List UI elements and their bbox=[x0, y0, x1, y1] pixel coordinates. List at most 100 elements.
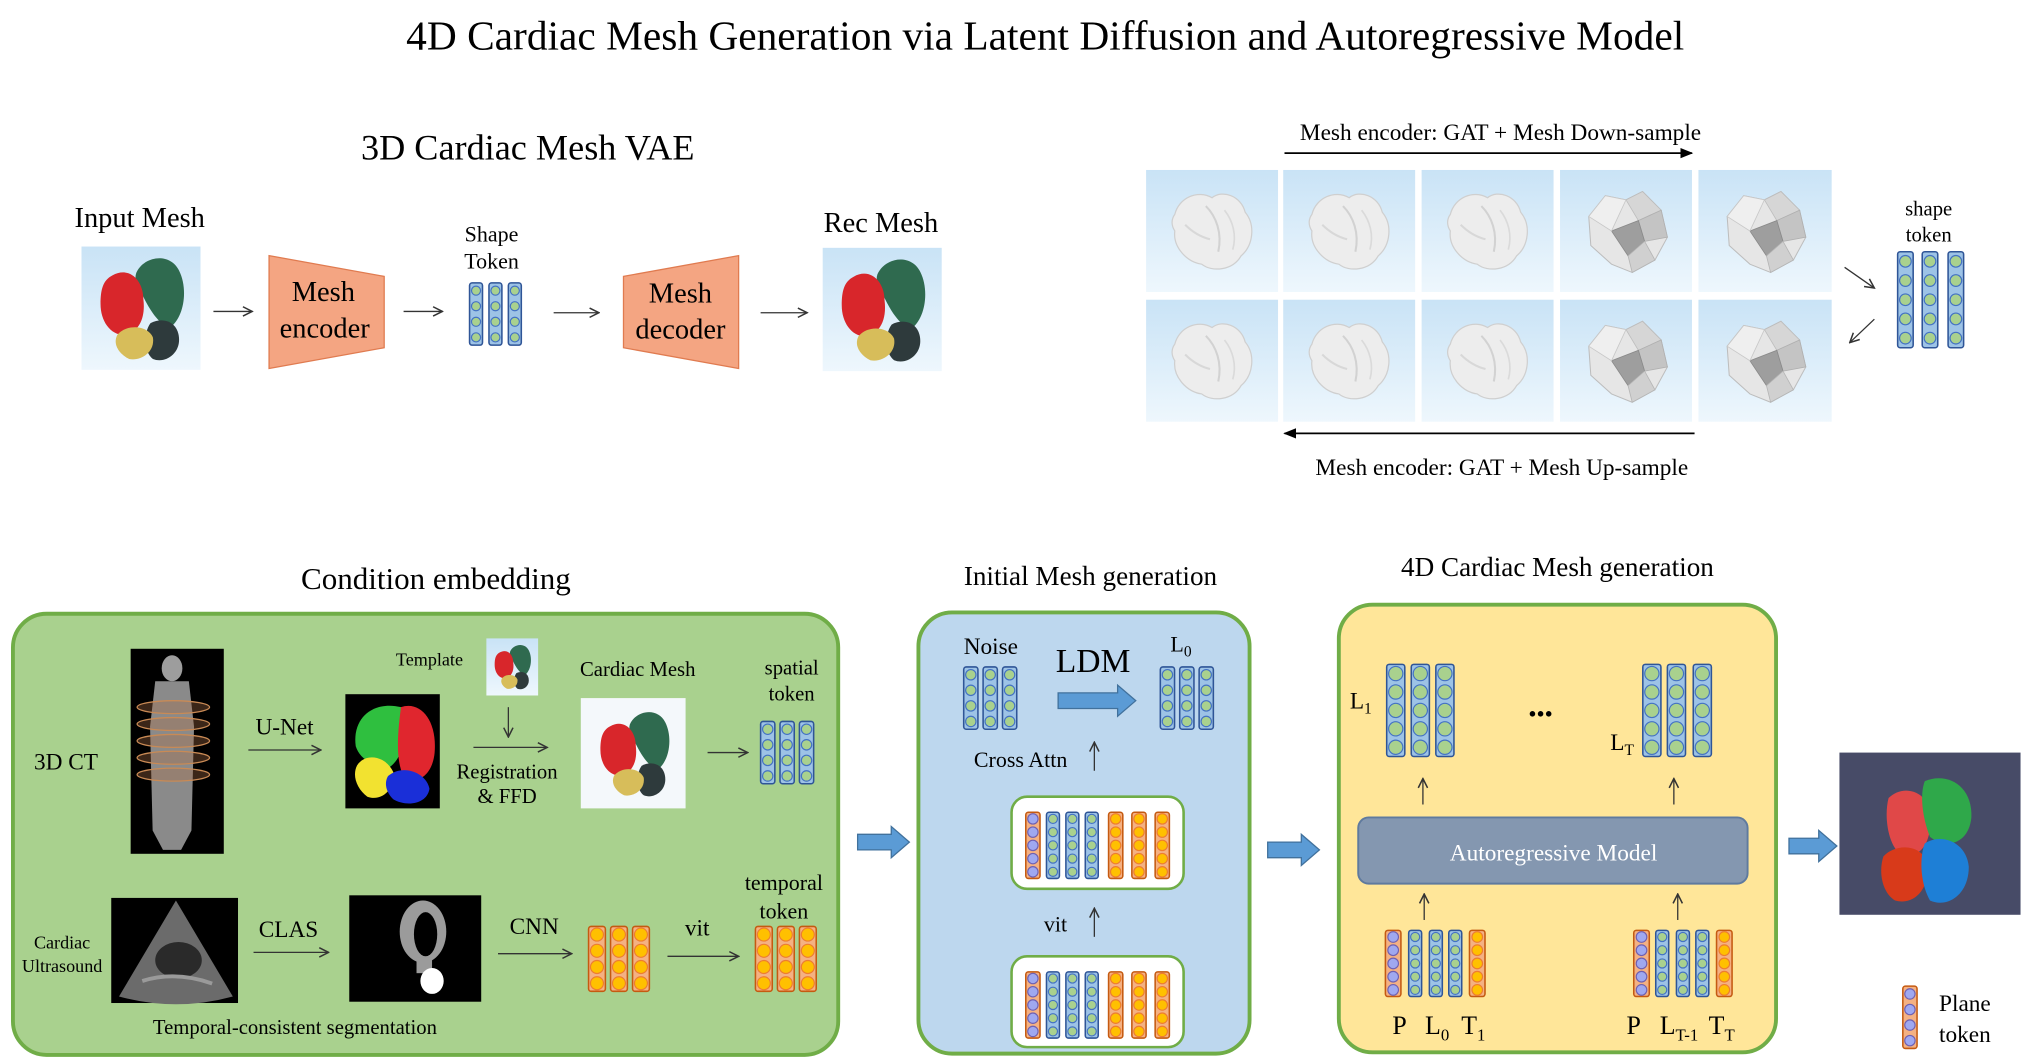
token-cell bbox=[1430, 984, 1441, 996]
label-base: L bbox=[1660, 1011, 1676, 1040]
token-cell bbox=[1086, 1026, 1097, 1037]
token-cell bbox=[965, 668, 977, 681]
blue-token-column bbox=[779, 720, 796, 785]
ldm-arrow bbox=[1057, 683, 1137, 718]
token-cell bbox=[778, 927, 793, 942]
token-cell bbox=[756, 976, 771, 991]
initial-latent-label: L0 bbox=[1170, 631, 1191, 660]
token-cell bbox=[509, 285, 520, 296]
token-cell bbox=[1904, 1019, 1916, 1031]
fourd-heading: 4D Cardiac Mesh generation bbox=[1401, 552, 1714, 582]
flow-arrow bbox=[1788, 829, 1838, 863]
token-cell bbox=[800, 770, 813, 782]
token-cell bbox=[1181, 700, 1193, 712]
segment-atrium bbox=[420, 967, 444, 994]
token-cell bbox=[778, 943, 793, 958]
initial-heading: Initial Mesh generation bbox=[964, 561, 1218, 591]
mesh-encoder-block bbox=[268, 254, 385, 370]
temporal-token-label-line1: temporal bbox=[745, 870, 823, 895]
token-cell bbox=[1904, 988, 1916, 1000]
token-cell bbox=[1067, 1026, 1078, 1037]
token-cell bbox=[509, 301, 520, 312]
token-cell bbox=[470, 301, 482, 312]
orange-token-column bbox=[609, 925, 629, 993]
token-cell bbox=[1027, 852, 1039, 865]
ultrasound-label-line1: Cardiac bbox=[34, 932, 90, 952]
token-cell bbox=[1003, 700, 1016, 712]
token-cell bbox=[1410, 945, 1421, 956]
token-cell bbox=[1047, 999, 1059, 1011]
token-cell bbox=[1718, 970, 1731, 983]
token-cell bbox=[1657, 931, 1668, 943]
token-cell bbox=[1067, 973, 1078, 984]
token-cell bbox=[1430, 931, 1441, 943]
token-cell bbox=[1450, 958, 1461, 969]
token-cell bbox=[1047, 973, 1059, 984]
token-cell bbox=[1109, 999, 1122, 1011]
token-cell bbox=[800, 976, 815, 991]
token-cell bbox=[1161, 700, 1174, 712]
token-cell bbox=[1156, 999, 1169, 1011]
token-cell bbox=[1668, 739, 1685, 755]
token-cell bbox=[1437, 702, 1453, 719]
cross-attn-label: Cross Attn bbox=[974, 747, 1067, 772]
spatial-token bbox=[759, 720, 815, 785]
latent-input-label: L0 bbox=[1425, 1011, 1449, 1045]
token-cell bbox=[1156, 813, 1169, 825]
token-cell bbox=[611, 943, 627, 958]
blue-token-column bbox=[507, 282, 523, 346]
token-cell bbox=[800, 943, 815, 958]
output-segment-blue bbox=[1921, 838, 1969, 903]
token-cell bbox=[965, 715, 977, 728]
token-cell bbox=[589, 959, 605, 975]
token-cell bbox=[1086, 840, 1097, 851]
token-cell bbox=[1156, 1012, 1169, 1024]
token-cell bbox=[1923, 331, 1937, 345]
token-cell bbox=[1635, 970, 1648, 983]
token-cell bbox=[1047, 1013, 1059, 1024]
token-cell bbox=[1668, 684, 1685, 700]
token-cell bbox=[1635, 984, 1648, 996]
token-cell bbox=[1471, 931, 1484, 943]
token-cell bbox=[1657, 945, 1668, 956]
token-cell bbox=[1437, 684, 1453, 700]
encoder-mesh-row bbox=[1146, 169, 1832, 292]
vit-label: vit bbox=[685, 916, 710, 942]
token-cell bbox=[1200, 700, 1212, 712]
token-cell bbox=[509, 332, 520, 343]
token-cell bbox=[1387, 984, 1400, 996]
latent-subscript: 0 bbox=[1184, 644, 1192, 661]
token-cell bbox=[633, 959, 649, 975]
token-cell bbox=[1200, 684, 1212, 697]
ct-volume-image bbox=[130, 648, 224, 854]
token-cell bbox=[1133, 813, 1145, 825]
rec-mesh-image bbox=[822, 247, 942, 372]
token-cell bbox=[1694, 684, 1711, 700]
figure-title: 4D Cardiac Mesh Generation via Latent Di… bbox=[406, 12, 1684, 58]
first-latent-label: L1 bbox=[1350, 688, 1372, 717]
first-step-input-sequence bbox=[1384, 929, 1486, 998]
token-cell bbox=[781, 754, 793, 767]
token-cell bbox=[761, 770, 774, 782]
token-cell bbox=[1388, 739, 1404, 755]
vit-label: vit bbox=[1044, 912, 1067, 937]
token-cell bbox=[1387, 944, 1400, 957]
token-cell bbox=[1697, 931, 1708, 943]
cardiac-mesh-image bbox=[580, 698, 686, 809]
latent-base: L bbox=[1610, 730, 1624, 756]
blue-token-column bbox=[759, 720, 776, 785]
blue-token-column bbox=[1001, 666, 1018, 731]
token-cell bbox=[633, 976, 649, 991]
token-cell bbox=[1450, 945, 1461, 956]
orange-token-column bbox=[776, 925, 796, 993]
arrow bbox=[1844, 266, 1875, 288]
token-cell bbox=[1718, 984, 1731, 996]
ct-slice bbox=[136, 716, 211, 732]
latent-subscript: T bbox=[1624, 742, 1634, 759]
shape-token-label-line2: Token bbox=[464, 249, 519, 274]
token-cell bbox=[761, 754, 774, 767]
token-cell bbox=[1718, 957, 1731, 970]
token-cell bbox=[965, 700, 977, 712]
token-cell bbox=[756, 959, 771, 975]
